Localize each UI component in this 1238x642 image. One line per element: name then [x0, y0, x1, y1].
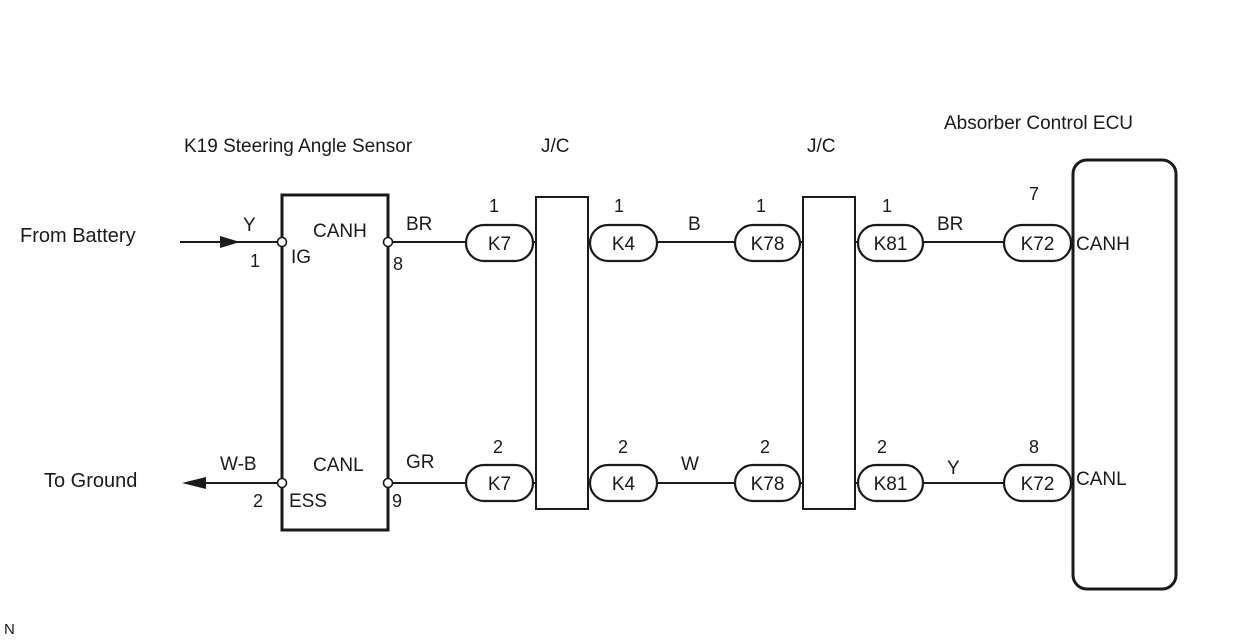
connector-pin: 7 — [1029, 184, 1039, 204]
canl-wire-color-3: Y — [947, 458, 960, 479]
canh-wire-color-3: BR — [937, 214, 963, 235]
connector-name: K78 — [751, 234, 785, 255]
connector-canh-k4: K4 1 — [588, 196, 659, 263]
connector-canh-k7: K7 1 — [464, 196, 535, 263]
connector-name: K78 — [751, 474, 785, 495]
connector-name: K7 — [488, 474, 511, 495]
connector-name: K72 — [1021, 234, 1055, 255]
sensor-term-ess: ESS — [289, 491, 327, 512]
connector-pill — [1002, 223, 1073, 263]
connector-canl-k72: K72 8 — [1002, 437, 1073, 503]
corner-mark: N — [4, 621, 15, 638]
ground-arrow-icon — [182, 477, 206, 489]
connector-name: K4 — [612, 234, 636, 255]
canh-wire-color-2: B — [688, 214, 701, 235]
jc-right-box — [802, 196, 856, 510]
connector-canh-k72: K72 7 — [1002, 184, 1073, 263]
connector-pill — [856, 223, 925, 263]
sensor-term-canh: CANH — [313, 221, 367, 242]
battery-pin-number: 1 — [250, 251, 260, 271]
connector-name: K81 — [874, 234, 908, 255]
battery-wire-color: Y — [243, 215, 256, 236]
sensor-canh-pin — [382, 236, 394, 248]
canh-wire-color-1: BR — [406, 214, 432, 235]
sensor-box — [280, 193, 390, 532]
connector-pin: 2 — [760, 437, 770, 457]
connector-pill — [588, 463, 659, 503]
ground-pin-number: 2 — [253, 491, 263, 511]
connector-canh-k78: K78 1 — [733, 196, 802, 263]
connector-pill — [733, 463, 802, 503]
battery-arrow-icon — [220, 236, 240, 248]
sensor-ess-pin — [276, 477, 288, 489]
canl-wire-color-1: GR — [406, 452, 435, 473]
sensor-term-ig: IG — [291, 247, 311, 268]
connector-name: K4 — [612, 474, 636, 495]
battery-label: From Battery — [20, 225, 136, 247]
connector-pin: 1 — [882, 196, 892, 216]
connector-canl-k78: K78 2 — [733, 437, 802, 503]
connector-pill — [733, 223, 802, 263]
connector-canl-k7: K7 2 — [464, 437, 535, 503]
connector-pill — [1002, 463, 1073, 503]
sensor-title: K19 Steering Angle Sensor — [184, 136, 413, 157]
sensor-ig-pin — [276, 236, 288, 248]
connector-pill — [464, 223, 535, 263]
jc-left-box — [535, 196, 589, 510]
jc-left-label: J/C — [541, 136, 570, 157]
ecu-box — [1071, 158, 1178, 591]
sensor-pin-canh: 8 — [393, 254, 403, 274]
connector-canh-k81: K81 1 — [856, 196, 925, 263]
canl-wire-color-2: W — [681, 454, 699, 475]
connector-pin: 2 — [493, 437, 503, 457]
ecu-term-canl: CANL — [1076, 469, 1127, 490]
connector-pin: 1 — [756, 196, 766, 216]
connector-name: K81 — [874, 474, 908, 495]
connector-pin: 1 — [489, 196, 499, 216]
connector-pill — [588, 223, 659, 263]
connector-canl-k4: K4 2 — [588, 437, 659, 503]
sensor-pin-canl: 9 — [392, 491, 402, 511]
connector-name: K72 — [1021, 474, 1055, 495]
connector-pin: 2 — [877, 437, 887, 457]
connector-pin: 1 — [614, 196, 624, 216]
sensor-canl-pin — [382, 477, 394, 489]
ground-label: To Ground — [44, 470, 137, 492]
jc-right-label: J/C — [807, 136, 836, 157]
ground-wire-color: W-B — [220, 454, 257, 475]
ecu-term-canh: CANH — [1076, 234, 1130, 255]
connector-pill — [856, 463, 925, 503]
connector-name: K7 — [488, 234, 511, 255]
connector-pin: 8 — [1029, 437, 1039, 457]
connector-canl-k81: K81 2 — [856, 437, 925, 503]
ecu-title: Absorber Control ECU — [944, 113, 1133, 134]
connector-pill — [464, 463, 535, 503]
sensor-term-canl: CANL — [313, 455, 364, 476]
connector-pin: 2 — [618, 437, 628, 457]
